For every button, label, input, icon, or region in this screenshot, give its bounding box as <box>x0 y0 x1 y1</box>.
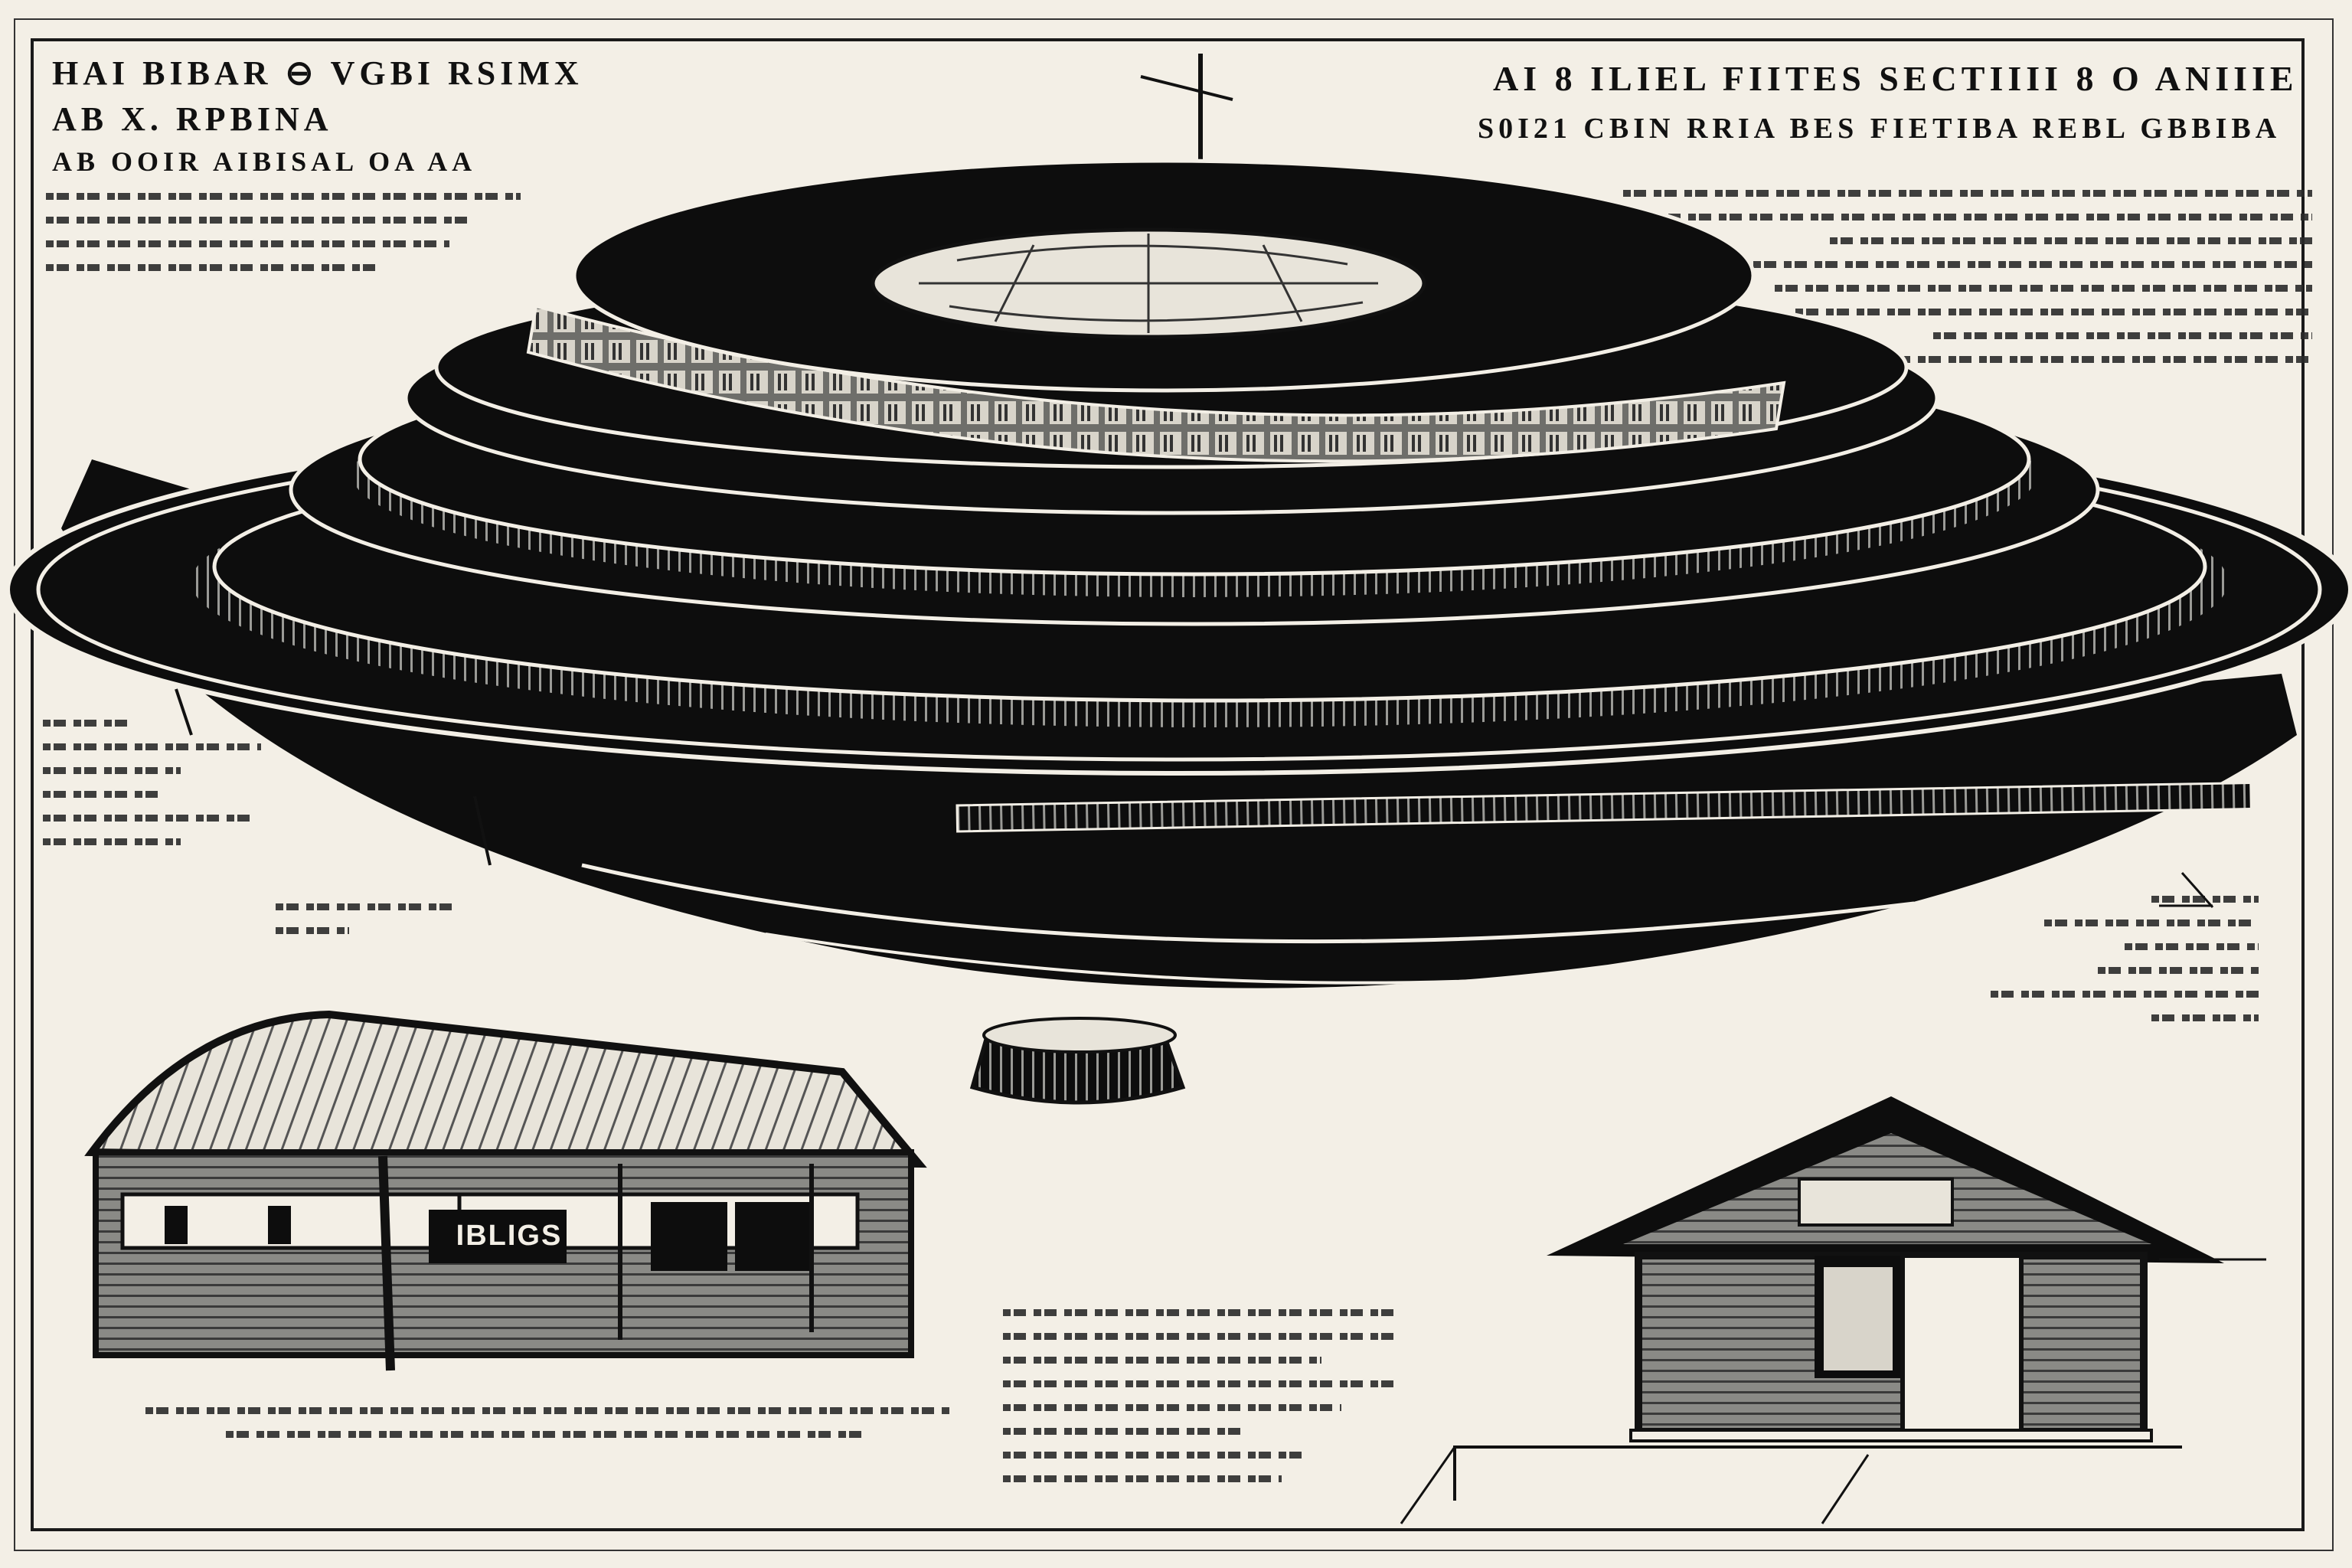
text-block-top-left <box>46 193 521 288</box>
text-block-mid-left-2 <box>276 903 459 951</box>
header-left-line-1: HAI BIBAR ⊖ VGBI RSIMX <box>52 54 583 92</box>
header-left-line-2: AB X. RPBINA <box>52 100 333 138</box>
inner-border <box>31 38 2305 1531</box>
text-block-mid-left <box>43 720 273 862</box>
hangar-building <box>84 1010 927 1371</box>
text-block-bottom-left <box>145 1407 949 1455</box>
hangar-sign: IBLIGS <box>456 1220 563 1252</box>
text-block-bottom-center <box>1003 1309 1401 1499</box>
text-block-top-right <box>1623 190 2312 380</box>
flying-saucer <box>5 158 2352 1105</box>
outer-border <box>14 18 2334 1551</box>
small-house <box>1400 1096 2224 1524</box>
header-right-line-2: S0I21 CBIN RRIA BES FIETIBA REBL GBBIBA <box>1478 113 2282 145</box>
header-right-line-1: AI 8 ILIEL FIITES SECTIIII 8 O ANIIIE <box>1493 59 2298 98</box>
header-left-line-3: AB OOIR AIBISAL OA AA <box>52 146 477 177</box>
